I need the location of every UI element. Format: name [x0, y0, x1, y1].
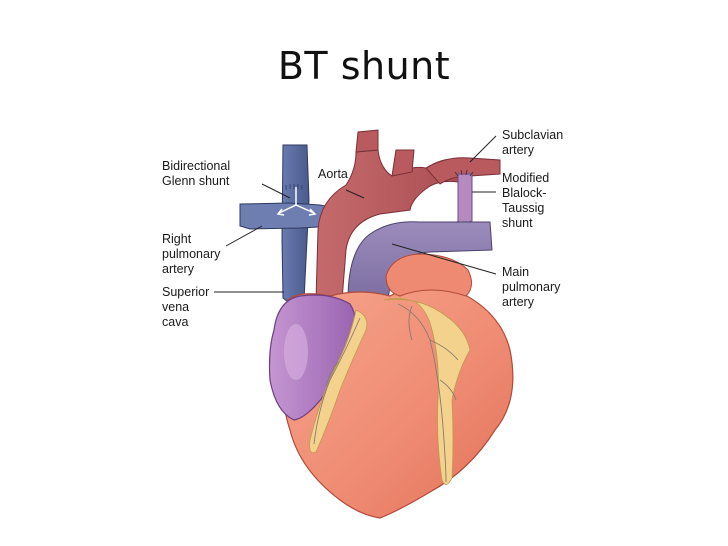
label-line: cava [162, 315, 189, 329]
label-line: Modified [502, 171, 550, 185]
modified-bt-shunt [454, 169, 474, 228]
label-subclavian-artery: Subclavian artery [502, 128, 563, 158]
label-line: Taussig [502, 201, 545, 215]
leader-lines [214, 135, 497, 293]
label-line: pulmonary [502, 280, 561, 294]
label-line: Bidirectional [162, 159, 231, 173]
right-atrium [268, 294, 357, 421]
slide-title: BT shunt [277, 44, 451, 88]
label-modified-bt-shunt: Modified Blalock- Taussig shunt [502, 171, 549, 231]
label-line: Right [162, 232, 192, 246]
label-line: pulmonary [162, 247, 221, 261]
label-line: Subclavian [502, 128, 564, 142]
leader-rpa [225, 225, 263, 247]
aorta [315, 129, 475, 301]
leader-aorta [345, 189, 365, 199]
coronary-vessels [309, 298, 471, 485]
label-line: artery [502, 295, 534, 309]
label-line: Aorta [318, 167, 348, 181]
leader-main-pa [391, 243, 497, 275]
leader-subclavian [469, 135, 497, 163]
label-superior-vena-cava: Superior vena cava [162, 285, 209, 330]
label-line: Glenn shunt [162, 174, 230, 188]
subclavian-artery [425, 157, 501, 185]
label-line: vena [162, 300, 190, 314]
label-bidirectional-glenn-shunt: Bidirectional Glenn shunt [162, 159, 230, 189]
label-line: shunt [502, 216, 533, 230]
label-line: Main [502, 265, 530, 279]
label-right-pulmonary-artery: Right pulmonary artery [162, 232, 220, 277]
label-line: Superior [162, 285, 210, 299]
label-line: artery [162, 262, 194, 276]
label-line: Blalock- [502, 186, 547, 200]
leader-glenn [261, 183, 291, 199]
label-line: artery [502, 143, 534, 157]
label-aorta: Aorta [318, 167, 348, 182]
label-main-pulmonary-artery: Main pulmonary artery [502, 265, 560, 310]
